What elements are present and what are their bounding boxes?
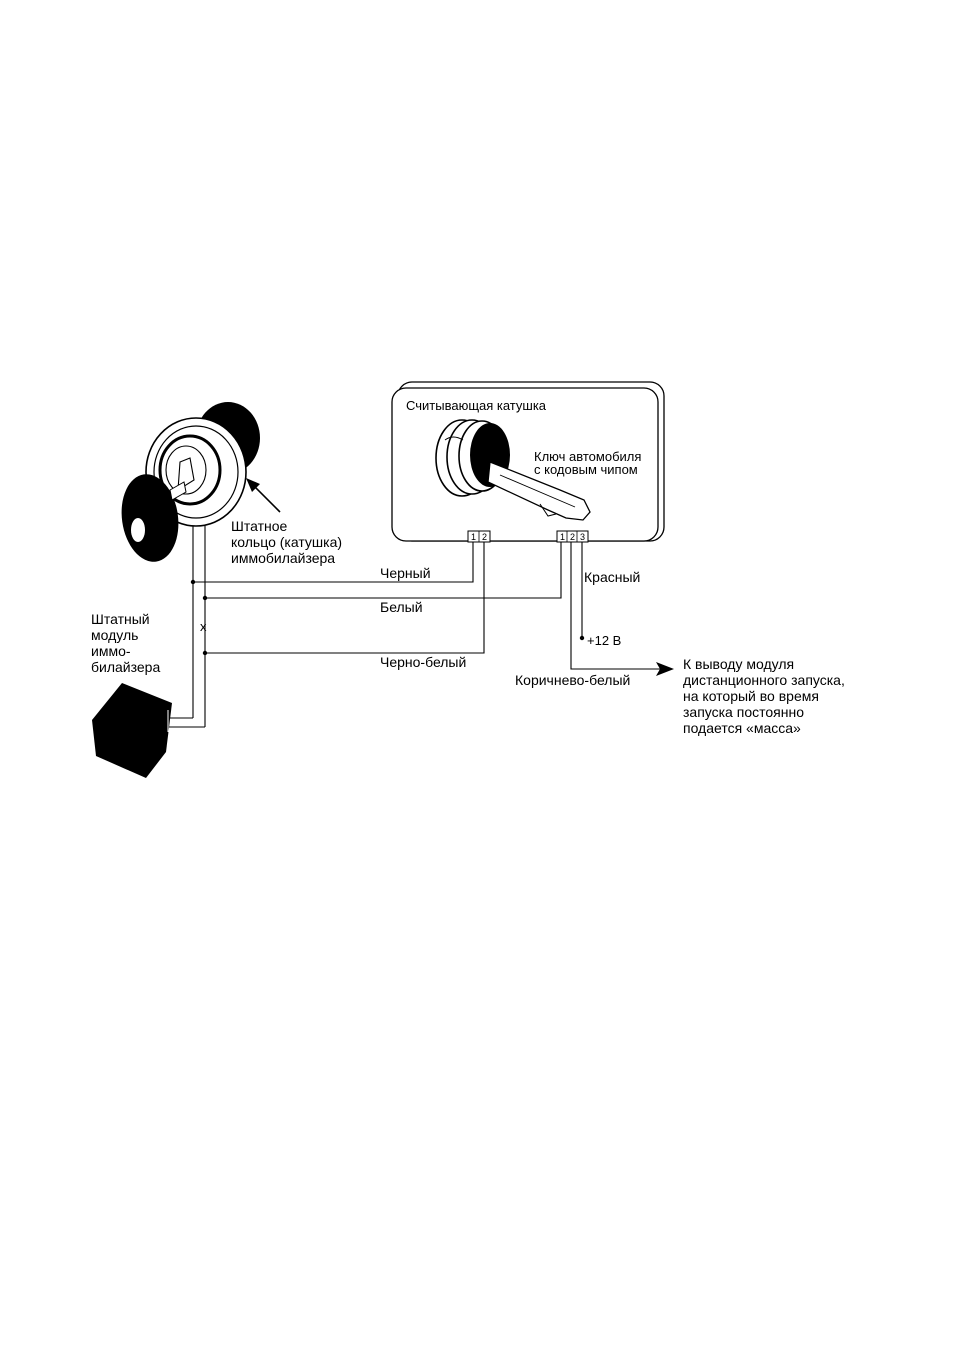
- output-label-4: запуска постоянно: [683, 704, 804, 720]
- wire-red-label: Красный: [584, 569, 640, 585]
- module-label-3: иммо-: [91, 643, 131, 659]
- wire-black-label: Черный: [380, 565, 431, 581]
- plus12-label: +12 В: [587, 633, 621, 648]
- output-label-1: К выводу модуля: [683, 656, 794, 672]
- ring-label-1: Штатное: [231, 518, 287, 534]
- left-pin-1: 1: [471, 532, 476, 542]
- cut-mark: x: [200, 619, 207, 634]
- right-pin-2: 2: [570, 532, 575, 542]
- output-label-5: подается «масса»: [683, 720, 801, 736]
- ring-label-3: иммобилайзера: [231, 550, 335, 566]
- module-label-2: модуль: [91, 627, 138, 643]
- reader-coil-label: Считывающая катушка: [406, 398, 547, 413]
- right-pin-3: 3: [580, 532, 585, 542]
- car-key-label-2: с кодовым чипом: [534, 462, 638, 477]
- right-connector: 1 2 3: [557, 531, 588, 542]
- immobilizer-module-icon: [92, 683, 172, 778]
- output-label-3: на который во время: [683, 688, 819, 704]
- right-pin-1: 1: [560, 532, 565, 542]
- output-label-2: дистанционного запуска,: [683, 672, 845, 688]
- wire-white-label: Белый: [380, 599, 423, 615]
- left-connector: 1 2: [468, 531, 490, 542]
- wire-brown-white-label: Коричнево-белый: [515, 672, 630, 688]
- ring-label-2: кольцо (катушка): [231, 534, 342, 550]
- wire-brown-white: [571, 542, 662, 669]
- module-label-1: Штатный: [91, 611, 150, 627]
- left-pin-2: 2: [482, 532, 487, 542]
- ring-arrow: [246, 478, 280, 512]
- module-label-4: билайзера: [91, 659, 160, 675]
- wire-black-white-label: Черно-белый: [380, 654, 466, 670]
